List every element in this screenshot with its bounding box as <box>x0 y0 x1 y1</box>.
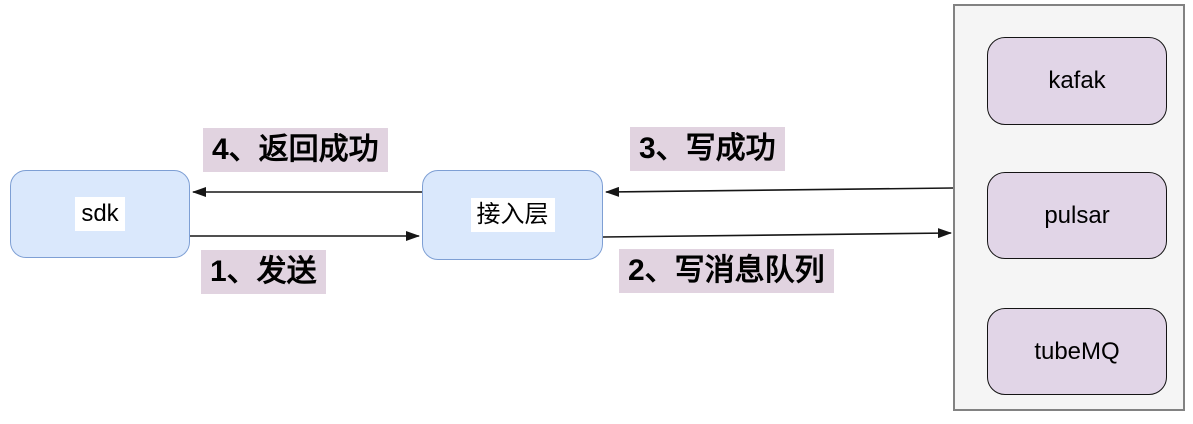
node-sdk: sdk <box>10 170 190 258</box>
arrow-write-success <box>605 186 954 197</box>
node-sdk-label: sdk <box>75 197 125 231</box>
arrow-label-send: 1、发送 <box>201 250 326 294</box>
mq-group-container: kafak pulsar tubeMQ <box>953 4 1185 411</box>
node-access-layer: 接入层 <box>422 170 603 260</box>
node-tubemq-label: tubeMQ <box>1034 337 1120 365</box>
arrow-write-mq <box>602 228 952 239</box>
arrow-label-return-success: 4、返回成功 <box>203 128 388 172</box>
node-tubemq: tubeMQ <box>987 308 1167 395</box>
node-kafak-label: kafak <box>1048 67 1106 94</box>
node-kafak: kafak <box>987 37 1167 125</box>
arrow-label-write-mq: 2、写消息队列 <box>619 249 834 293</box>
node-pulsar-label: pulsar <box>1044 201 1110 229</box>
arrow-label-write-success: 3、写成功 <box>630 127 785 171</box>
node-access-layer-label: 接入层 <box>470 198 555 232</box>
node-pulsar: pulsar <box>987 172 1167 259</box>
